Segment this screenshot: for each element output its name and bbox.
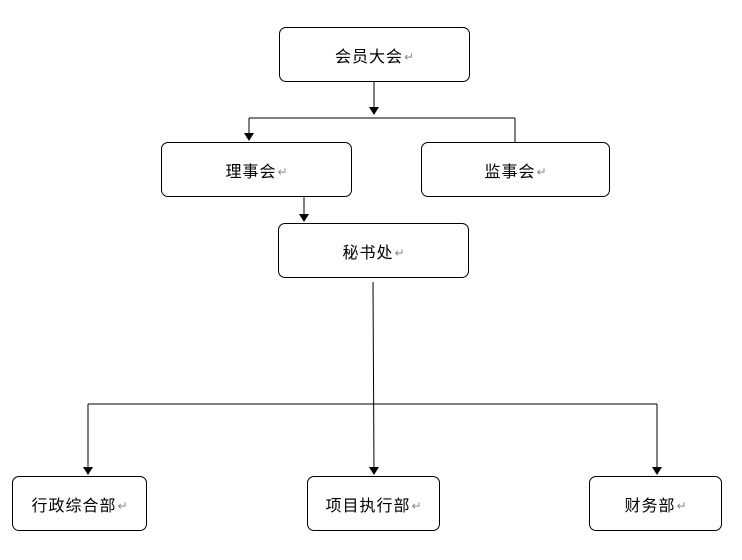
node-finance-dept: 财务部↵: [589, 476, 722, 531]
paragraph-mark-icon: ↵: [117, 498, 128, 513]
node-label: 理事会: [225, 161, 277, 181]
node-label: 秘书处: [342, 242, 394, 262]
node-supervisors: 监事会↵: [421, 142, 610, 197]
paragraph-mark-icon: ↵: [277, 164, 288, 179]
node-admin-dept: 行政综合部↵: [12, 476, 147, 531]
node-label: 会员大会: [334, 46, 403, 66]
node-council: 理事会↵: [161, 142, 352, 197]
node-project-dept: 项目执行部↵: [307, 476, 440, 531]
node-general-assembly: 会员大会↵: [279, 27, 470, 82]
connector-secretariat-down: [368, 281, 379, 475]
node-secretariat: 秘书处↵: [278, 223, 469, 278]
paragraph-mark-icon: ↵: [536, 164, 547, 179]
paragraph-mark-icon: ↵: [676, 498, 687, 513]
node-label: 监事会: [484, 161, 536, 181]
node-label: 项目执行部: [325, 495, 411, 515]
node-label: 财务部: [624, 495, 676, 515]
paragraph-mark-icon: ↵: [394, 245, 405, 260]
paragraph-mark-icon: ↵: [411, 498, 422, 513]
paragraph-mark-icon: ↵: [403, 49, 415, 64]
node-label: 行政综合部: [31, 495, 117, 515]
